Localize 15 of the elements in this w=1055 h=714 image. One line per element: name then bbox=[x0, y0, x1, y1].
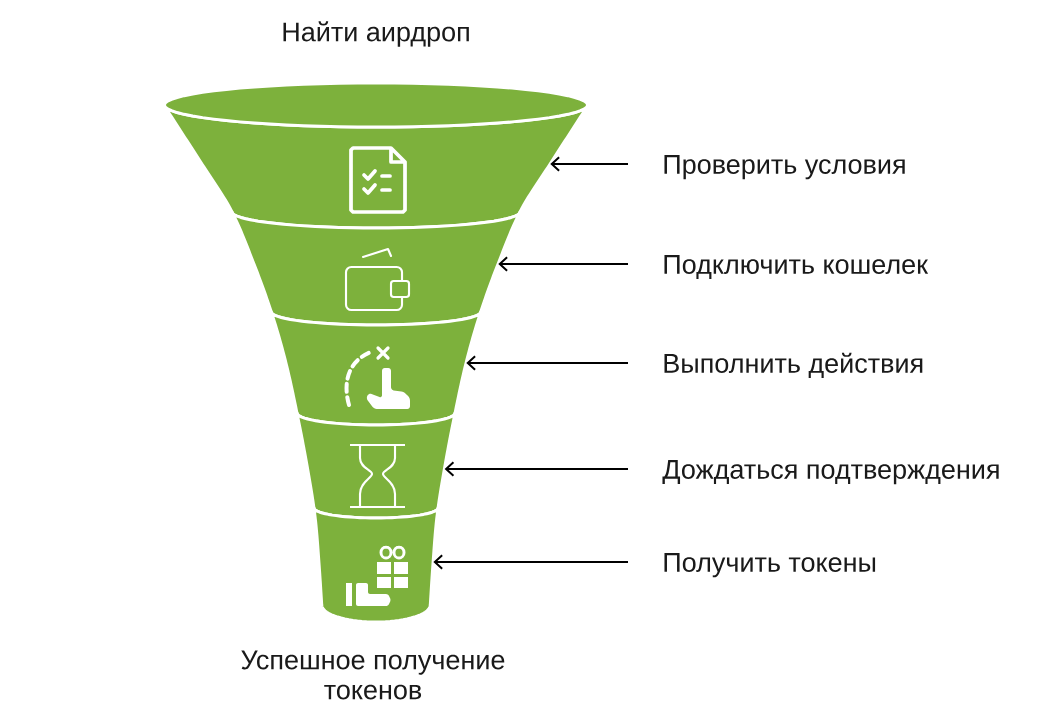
step-label: Выполнить действия bbox=[664, 352, 923, 379]
arrow bbox=[444, 461, 629, 477]
step-label: Проверить условия bbox=[664, 155, 905, 180]
arrow bbox=[550, 156, 629, 172]
step-label: Получить токены bbox=[664, 553, 876, 578]
funnel-band bbox=[295, 411, 457, 520]
arrow bbox=[466, 355, 629, 371]
stage-label: Найти аирдроп bbox=[283, 21, 469, 47]
step-label: Дождаться подтверждения bbox=[662, 460, 999, 485]
arrow bbox=[433, 554, 629, 570]
step-label: Подключить кошелек bbox=[664, 255, 929, 280]
funnel-band bbox=[230, 210, 522, 327]
funnel-band bbox=[269, 310, 483, 427]
arrow bbox=[498, 256, 629, 272]
stage-label: Успешное получение токенов bbox=[241, 650, 505, 700]
